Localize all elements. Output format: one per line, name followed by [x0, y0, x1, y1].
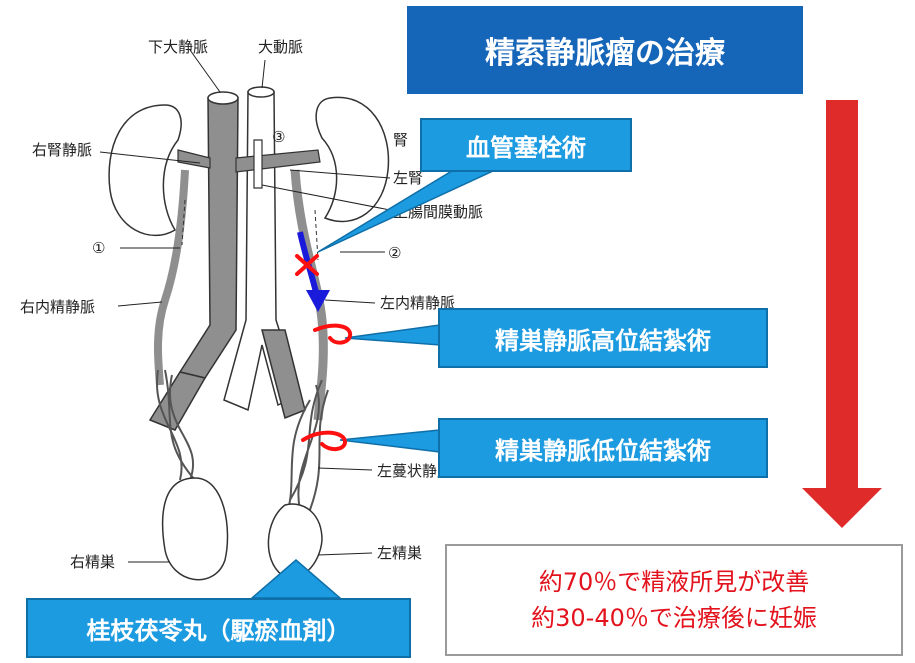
right-pampiniform-plexus: [155, 369, 196, 481]
kampo-pointer: [249, 559, 343, 599]
callout-embolization: 血管塞栓術: [420, 118, 632, 172]
result-box: 約70％で精液所見が改善 約30-40％で治療後に妊娠: [445, 544, 903, 656]
right-testis: [161, 477, 229, 581]
right-dashed-line: [181, 199, 186, 246]
result-line-1: 約70％で精液所見が改善: [538, 568, 810, 596]
superior-mesenteric-artery: [253, 139, 263, 189]
high-ligation-pointer: [344, 324, 441, 346]
label-circle-1: ①: [92, 239, 105, 257]
label-left-internal-spermatic-vein: 左内精静脈: [380, 294, 455, 312]
right-renal-vein-shape: [177, 149, 211, 169]
label-aorta: 大動脈: [258, 38, 303, 56]
callout-high-ligation: 精巣静脈高位結紮術: [438, 308, 768, 368]
label-circle-3: ③: [272, 128, 285, 146]
label-left-renal-top: 腎: [393, 131, 408, 149]
label-circle-2: ②: [388, 244, 401, 262]
left-iliac-vein: [261, 329, 306, 420]
label-ivc: 下大静脈: [148, 38, 208, 56]
blue-arrowhead: [306, 290, 330, 312]
aorta: [223, 91, 301, 412]
ivc-top: [207, 91, 239, 105]
left-spermatic-vein: [290, 169, 328, 421]
right-spermatic-vein: [154, 169, 189, 386]
right-kidney: [108, 104, 182, 237]
left-dashed-line: [314, 209, 319, 261]
aorta-top: [247, 86, 275, 98]
red-down-arrow: [802, 100, 882, 528]
left-pampiniform-plexus: [284, 379, 329, 521]
left-kidney: [315, 96, 390, 223]
embolization-x-mark: [295, 254, 319, 276]
page-title: 精索静脈瘤の治療: [407, 6, 803, 94]
result-line-2: 約30-40％で治療後に妊娠: [531, 604, 817, 632]
label-left-renal-vein: 左腎: [393, 169, 423, 187]
leader-lines: [99, 49, 391, 563]
label-right-renal-vein: 右腎静脈: [32, 141, 92, 159]
label-left-testis: 左精巣: [377, 544, 422, 562]
high-ligation-mark: [313, 323, 353, 345]
callout-kampo: 桂枝茯苓丸（駆瘀血剤）: [26, 598, 411, 658]
inferior-vena-cava: [178, 97, 239, 379]
low-ligation-mark: [301, 430, 348, 451]
low-ligation-pointer: [339, 429, 441, 453]
label-right-testis: 右精巣: [70, 553, 115, 571]
callout-low-ligation: 精巣静脈低位結紮術: [438, 418, 768, 478]
label-right-internal-spermatic-vein: 右内精静脈: [20, 298, 95, 316]
